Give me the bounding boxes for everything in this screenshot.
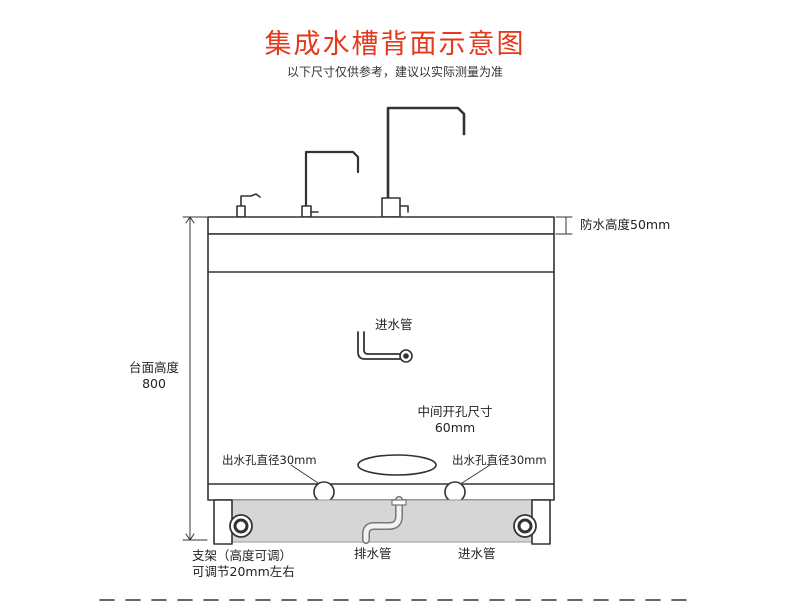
page-title: 集成水槽背面示意图 <box>264 29 526 60</box>
counter-height-text: 台面高度 <box>128 360 179 375</box>
wheel-left <box>229 514 253 538</box>
center-hole-size: 60mm <box>434 420 476 435</box>
splash-height-dimension <box>555 216 573 235</box>
tall-faucet <box>381 106 466 218</box>
stand-label-line2: 可调节20mm左右 <box>192 564 295 579</box>
medium-faucet <box>301 150 360 219</box>
drain-hole-left <box>313 481 335 503</box>
stand-base <box>217 499 547 543</box>
inlet-pipe-upper <box>357 331 413 363</box>
counter-height-value: 800 <box>142 376 166 391</box>
center-hole <box>357 454 437 476</box>
drain-hole-left-label: 出水孔直径30mm <box>222 453 317 467</box>
splash-height-label: 防水高度50mm <box>580 217 671 232</box>
center-hole-text: 中间开孔尺寸 <box>417 404 493 419</box>
small-faucet <box>236 193 261 218</box>
height-dimension <box>182 216 208 541</box>
wheel-right <box>513 514 537 538</box>
stand-leg-left <box>213 499 233 545</box>
center-hole-label: 中间开孔尺寸 60mm <box>395 404 515 436</box>
drain-hole-right <box>444 481 466 503</box>
inlet-pipe-top-label: 进水管 <box>375 317 413 332</box>
stand-label-line1: 支架（高度可调） <box>192 548 293 563</box>
counter-height-label: 台面高度 800 <box>118 360 190 392</box>
page-subtitle: 以下尺寸仅供参考，建议以实际测量为准 <box>286 65 503 79</box>
countertop-top <box>207 216 555 235</box>
stand-label: 支架（高度可调） 可调节20mm左右 <box>192 548 295 580</box>
inlet-pipe-bottom-label: 进水管 <box>458 546 496 561</box>
drain-pipe-label: 排水管 <box>354 546 392 561</box>
drain-pipe <box>362 496 407 544</box>
drain-hole-right-label: 出水孔直径30mm <box>452 453 547 467</box>
